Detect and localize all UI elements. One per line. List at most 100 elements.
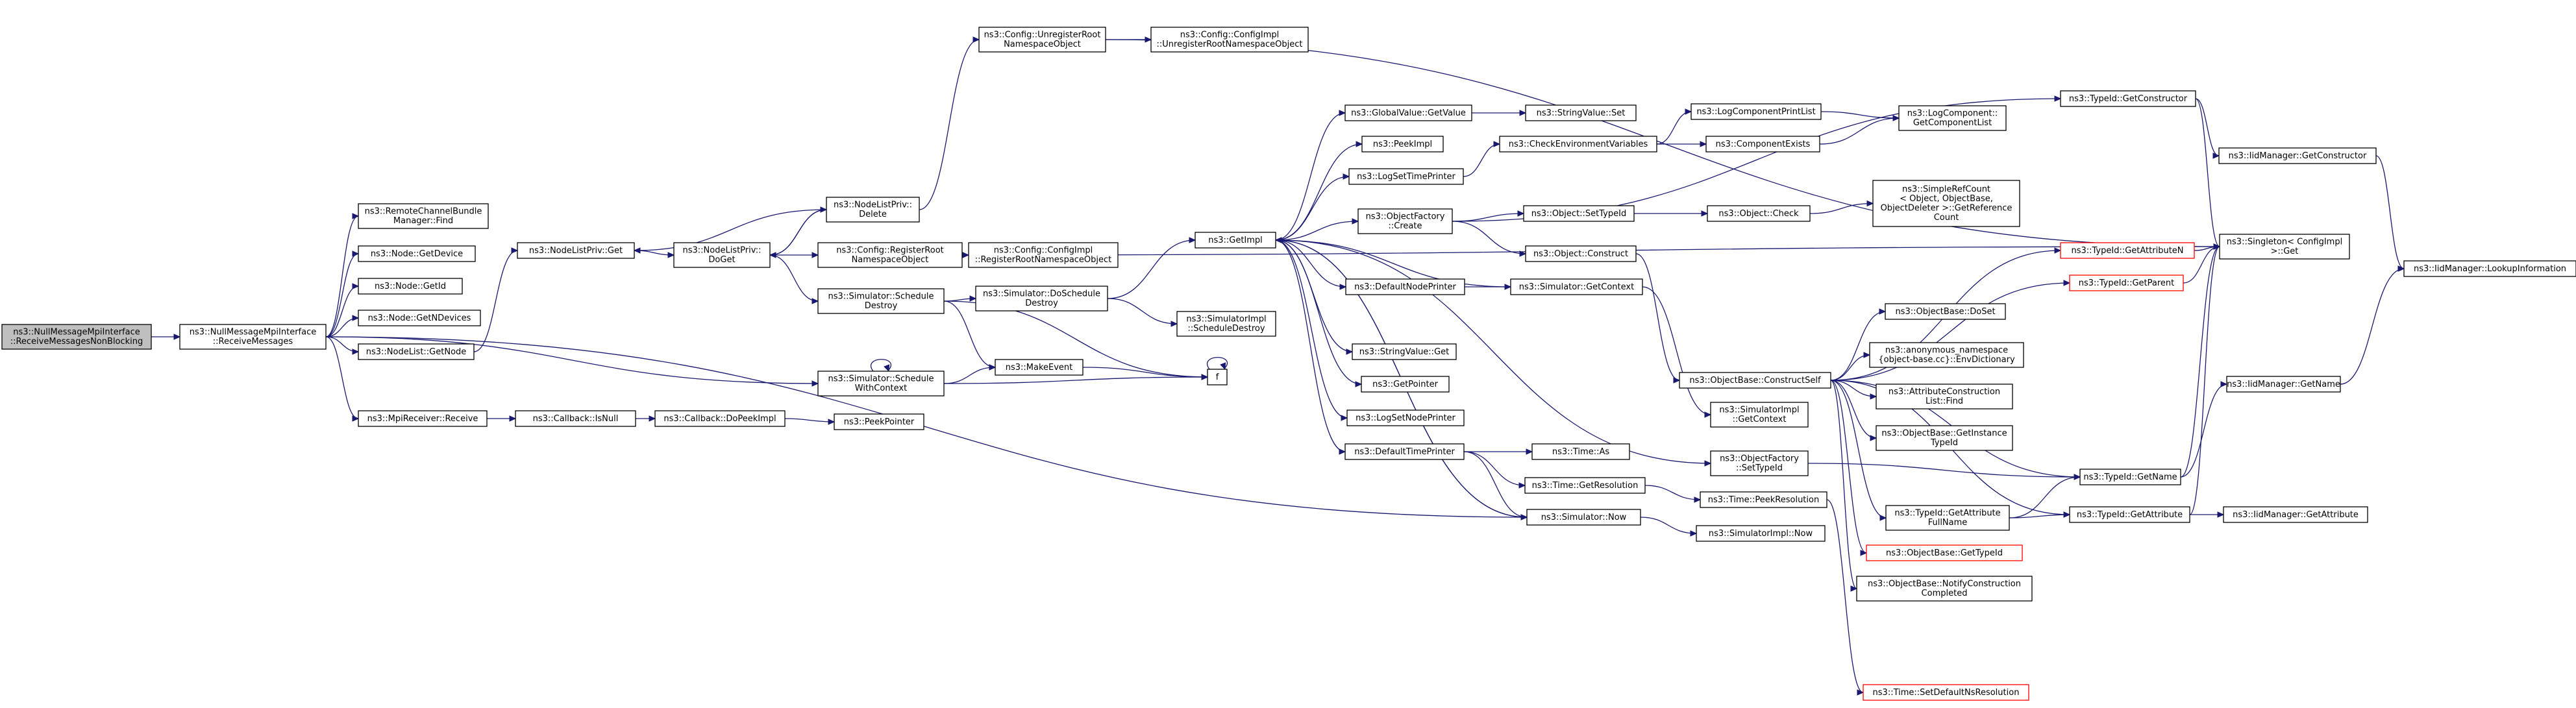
node-lcgcl[interactable]: ns3::LogComponent::GetComponentList	[1898, 105, 2007, 131]
node-rm[interactable]: ns3::NullMessageMpiInterface::ReceiveMes…	[179, 324, 327, 350]
node-tgcon[interactable]: ns3::TypeId::GetConstructor	[2060, 90, 2196, 107]
node-ngnd[interactable]: ns3::Node::GetNDevices	[358, 310, 481, 326]
node-mpir[interactable]: ns3::MpiReceiver::Receive	[358, 410, 488, 427]
node-box	[1679, 372, 1831, 389]
edge-arrowhead	[1343, 173, 1350, 180]
edge-sswc-to-f	[943, 376, 1208, 384]
node-tpr[interactable]: ns3::Time::PeekResolution	[1700, 491, 1827, 508]
node-box	[1531, 443, 1630, 460]
edge-arrowhead	[1701, 210, 1709, 217]
node-label: ns3::IidManager::LookupInformation	[2414, 264, 2566, 274]
node-sg[interactable]: ns3::Singleton< ConfigImpl>::Get	[2219, 234, 2350, 260]
node-box	[1526, 509, 1641, 526]
edge-arrowhead	[1690, 530, 1698, 537]
node-gi[interactable]: ns3::GetImpl	[1195, 232, 1276, 249]
edge-lstp-to-cev	[1463, 143, 1500, 177]
node-aned[interactable]: ns3::anonymous_namespace{object-base.cc}…	[1869, 342, 2024, 368]
node-cbdp[interactable]: ns3::Callback::DoPeekImpl	[654, 410, 786, 427]
node-ccrr[interactable]: ns3::Config::ConfigImpl::RegisterRootNam…	[968, 242, 1119, 268]
node-label: ns3::IidManager::GetAttribute	[2233, 510, 2359, 520]
node-obncc[interactable]: ns3::ObjectBase::NotifyConstructionCompl…	[1856, 576, 2033, 602]
node-tgattr[interactable]: ns3::TypeId::GetAttribute	[2069, 506, 2190, 523]
edge-gi-to-gp	[1275, 239, 1362, 385]
node-ccur[interactable]: ns3::Config::ConfigImpl::UnregisterRootN…	[1150, 27, 1309, 53]
node-ssd[interactable]: ns3::Simulator::ScheduleDestroy	[817, 288, 945, 314]
edge-ofc-to-ocon	[1452, 221, 1526, 254]
node-oc[interactable]: ns3::Object::Check	[1707, 205, 1811, 222]
node-cev[interactable]: ns3::CheckEnvironmentVariables	[1499, 136, 1657, 153]
node-crr[interactable]: ns3::Config::RegisterRootNamespaceObject	[817, 242, 963, 268]
node-svs[interactable]: ns3::StringValue::Set	[1525, 104, 1637, 121]
node-lstp[interactable]: ns3::LogSetTimePrinter	[1348, 168, 1464, 185]
node-gvgv[interactable]: ns3::GlobalValue::GetValue	[1344, 104, 1472, 121]
edge-ofc-to-osti	[1452, 213, 1524, 222]
node-svg[interactable]: ns3::StringValue::Get	[1352, 343, 1457, 360]
node-ocon[interactable]: ns3::Object::Construct	[1525, 245, 1637, 262]
node-iidga[interactable]: ns3::IidManager::GetAttribute	[2223, 506, 2368, 523]
node-cbin[interactable]: ns3::Callback::IsNull	[515, 410, 636, 427]
edge-sgc-to-gi	[1275, 239, 1511, 287]
node-dtp[interactable]: ns3::DefaultTimePrinter	[1344, 443, 1465, 460]
node-sn[interactable]: ns3::Simulator::Now	[1526, 509, 1641, 526]
node-label: FullName	[1928, 518, 1968, 528]
node-tsdnr[interactable]: ns3::Time::SetDefaultNsResolution	[1863, 684, 2029, 701]
node-root[interactable]: ns3::NullMessageMpiInterface::ReceiveMes…	[1, 324, 152, 350]
node-label: ns3::TypeId::GetAttribute	[2077, 510, 2183, 520]
node-box	[1885, 505, 2010, 531]
node-iidgn[interactable]: ns3::IidManager::GetName	[2226, 376, 2341, 393]
node-tgpar[interactable]: ns3::TypeId::GetParent	[2069, 275, 2184, 291]
node-tgname[interactable]: ns3::TypeId::GetName	[2079, 469, 2181, 485]
node-tgan[interactable]: ns3::TypeId::GetAttributeN	[2060, 242, 2195, 259]
node-ce[interactable]: ns3::ComponentExists	[1705, 136, 1820, 153]
node-tgr[interactable]: ns3::Time::GetResolution	[1524, 477, 1646, 494]
node-ofst[interactable]: ns3::ObjectFactory::SetTypeId	[1710, 450, 1809, 476]
node-box	[1700, 491, 1827, 508]
node-iidgc[interactable]: ns3::IidManager::GetConstructor	[2218, 147, 2377, 164]
node-ta[interactable]: ns3::Time::As	[1531, 443, 1630, 460]
node-box	[517, 242, 635, 259]
node-box	[1696, 525, 1826, 542]
node-ofc[interactable]: ns3::ObjectFactory::Create	[1357, 208, 1453, 234]
node-sgc[interactable]: ns3::Simulator::GetContext	[1510, 278, 1643, 295]
node-obds[interactable]: ns3::ObjectBase::DoSet	[1885, 303, 2006, 320]
node-dnp[interactable]: ns3::DefaultNodePrinter	[1345, 278, 1465, 295]
edge-nlgn-to-nlpg	[473, 250, 518, 352]
node-lcpl[interactable]: ns3::LogComponentPrintList	[1690, 103, 1822, 120]
node-label: ns3::ObjectBase::GetInstance	[1881, 429, 2007, 439]
node-ngd[interactable]: ns3::Node::GetDevice	[358, 245, 476, 262]
node-nlpdg[interactable]: ns3::NodeListPriv::DoGet	[673, 242, 771, 268]
node-f[interactable]: f	[1207, 369, 1228, 385]
node-obgt[interactable]: ns3::ObjectBase::GetTypeId	[1866, 544, 2023, 561]
edge-arrowhead	[633, 247, 641, 254]
node-obcs[interactable]: ns3::ObjectBase::ConstructSelf	[1679, 372, 1831, 389]
node-nlgn[interactable]: ns3::NodeList::GetNode	[358, 343, 475, 360]
node-osti[interactable]: ns3::Object::SetTypeId	[1523, 205, 1635, 222]
edge-arrowhead	[352, 213, 360, 219]
node-ngid[interactable]: ns3::Node::GetId	[358, 278, 463, 295]
node-cur[interactable]: ns3::Config::UnregisterRootNamespaceObje…	[978, 27, 1106, 53]
node-label: ns3::NodeListPriv::Get	[529, 246, 623, 256]
node-iidli[interactable]: ns3::IidManager::LookupInformation	[2403, 260, 2576, 277]
node-sigc[interactable]: ns3::SimulatorImpl::GetContext	[1710, 402, 1809, 428]
edge-arrowhead	[1704, 411, 1712, 418]
node-pp[interactable]: ns3::PeekPointer	[834, 413, 924, 430]
edge-self-loop	[871, 359, 891, 372]
node-peekimpl[interactable]: ns3::PeekImpl	[1361, 136, 1444, 153]
node-nlpg[interactable]: ns3::NodeListPriv::Get	[517, 242, 635, 259]
edge-arrowhead	[1673, 377, 1681, 384]
node-sin[interactable]: ns3::SimulatorImpl::Now	[1696, 525, 1826, 542]
node-gp[interactable]: ns3::GetPointer	[1361, 376, 1450, 393]
node-nlpd[interactable]: ns3::NodeListPriv::Delete	[826, 197, 920, 223]
node-sisd[interactable]: ns3::SimulatorImpl::ScheduleDestroy	[1176, 311, 1276, 337]
node-label: ::ReceiveMessagesNonBlocking	[10, 337, 143, 347]
edge-arrowhead	[811, 252, 819, 258]
node-srfc[interactable]: ns3::SimpleRefCount< Object, ObjectBase,…	[1872, 180, 2020, 227]
node-me[interactable]: ns3::MakeEvent	[995, 359, 1084, 376]
node-lsnp[interactable]: ns3::LogSetNodePrinter	[1346, 409, 1465, 426]
